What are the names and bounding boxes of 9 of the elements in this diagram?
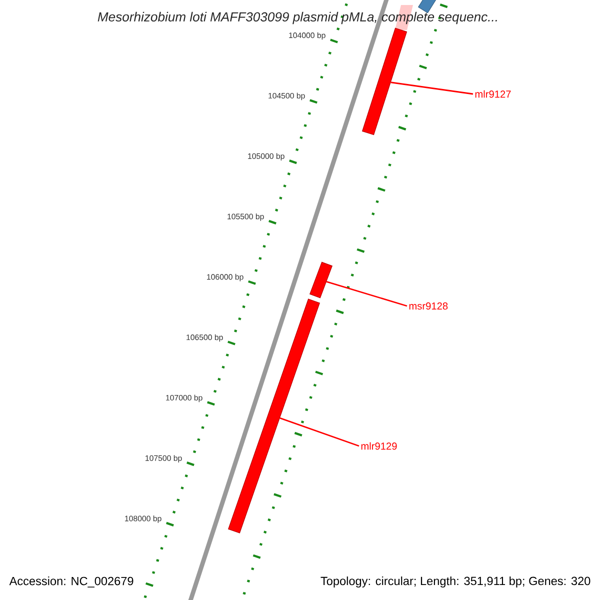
leader-line (326, 281, 408, 307)
gene-label: msr9128 (409, 302, 448, 310)
title: Mesorhizobium loti MAFF303099 plasmid pMLa, complete sequenc... (98, 12, 497, 24)
leader-line (390, 82, 474, 95)
gene-label: mlr9127 (475, 90, 511, 98)
accession-text: Accession: NC_002679 (9, 576, 134, 588)
gene-label: mlr9129 (361, 442, 397, 450)
leader-line (280, 417, 360, 447)
summary-text: Topology: circular; Length: 351,911 bp; Genes: 320 (320, 576, 590, 588)
